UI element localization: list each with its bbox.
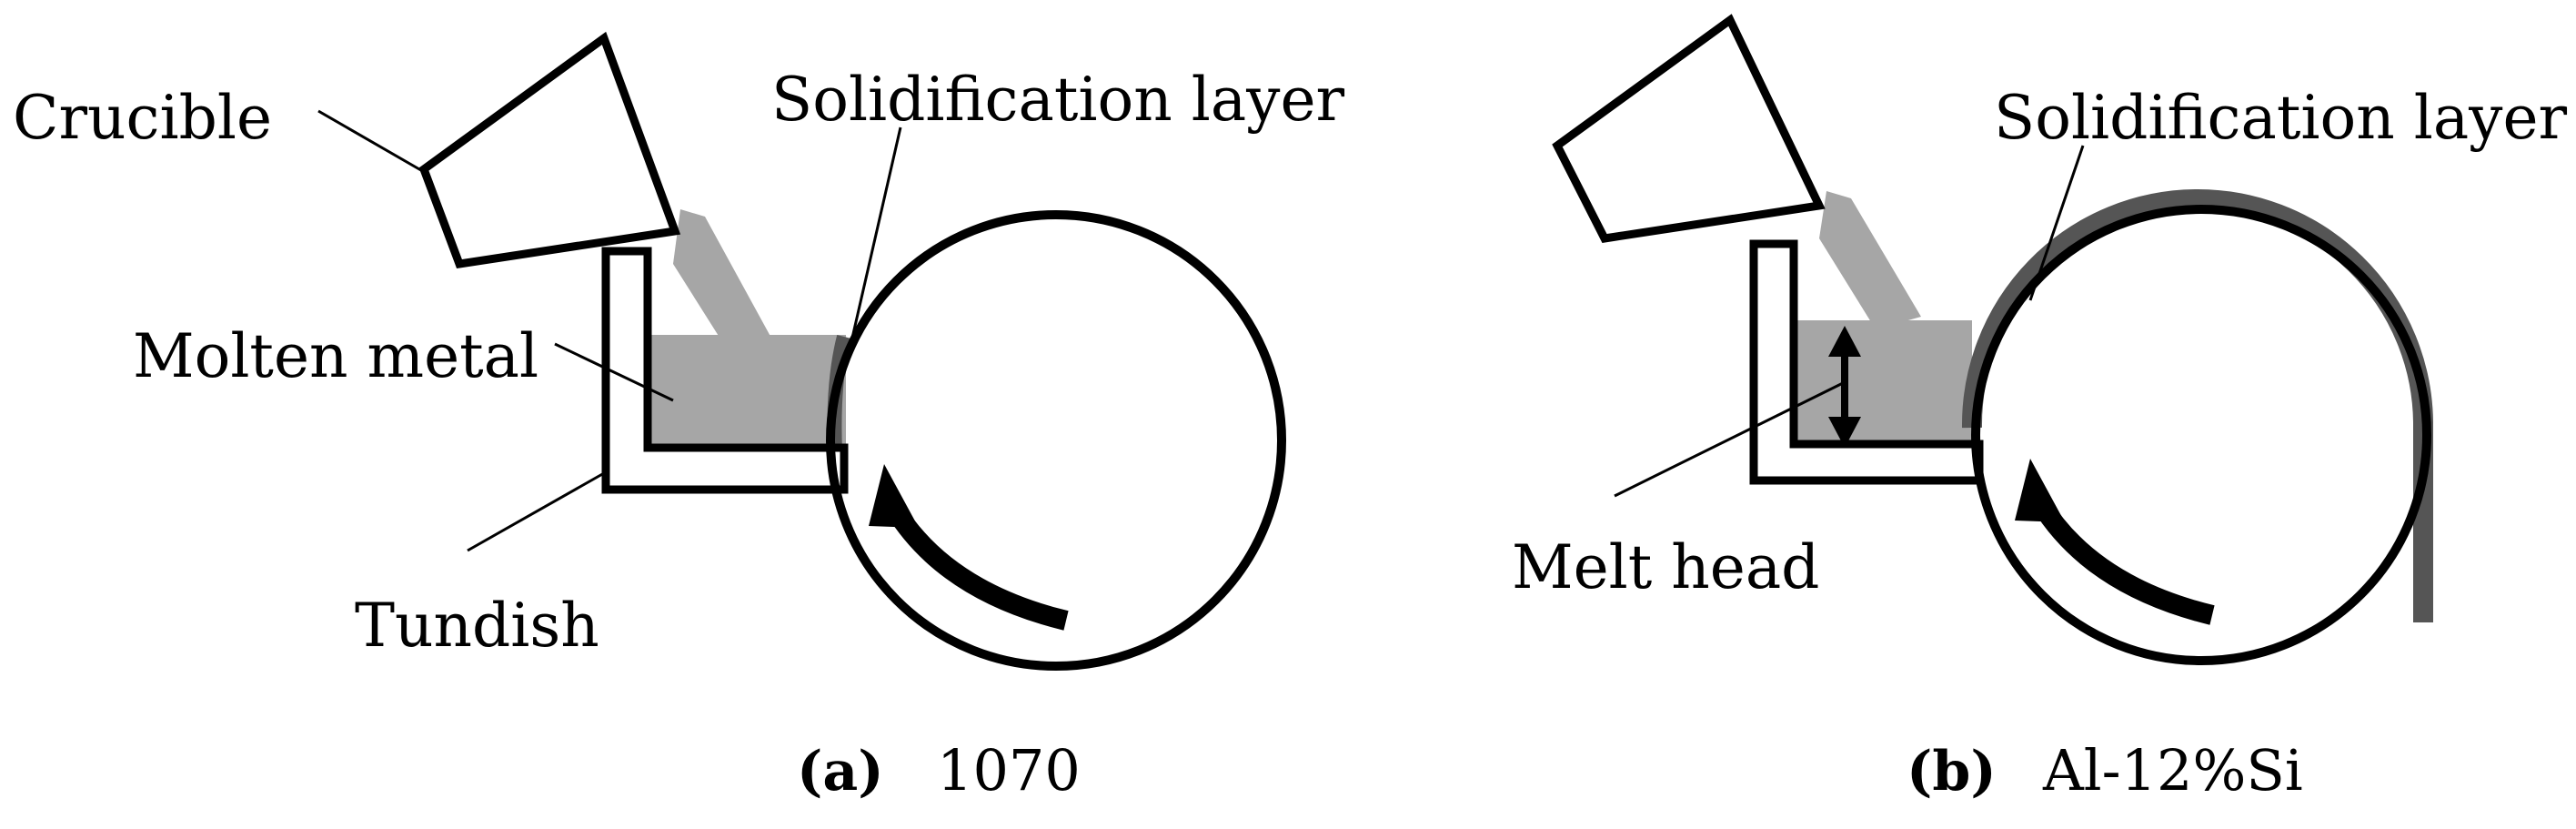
double-arrow-icon (1828, 326, 1861, 448)
leader-solidification-b (2028, 145, 2085, 301)
solidification-layer-b (1961, 189, 2433, 622)
caption-material-a: 1070 (937, 737, 1081, 804)
roll-a (826, 210, 1286, 671)
caption-tag-a: (a) (797, 740, 884, 804)
caption-material-b: Al-12%Si (2042, 737, 2303, 804)
crucible-b (1552, 14, 1826, 243)
leader-tundish (467, 471, 605, 552)
pouring-stream-a (673, 209, 773, 350)
label-crucible: Crucible (13, 83, 272, 153)
label-tundish: Tundish (355, 591, 599, 661)
molten-metal-pool-b (1792, 320, 1972, 446)
rotation-arrow-icon (869, 464, 1069, 631)
leader-melt-head (1614, 380, 1846, 498)
label-melt-head: Melt head (1512, 532, 1819, 602)
caption-tag-b: (b) (1907, 740, 1997, 804)
panel-a: Crucible Solidification layer Molten met… (13, 31, 1345, 804)
rotation-arrow-icon-b (2015, 459, 2215, 625)
leader-molten-metal (554, 342, 674, 402)
leader-crucible (317, 109, 427, 175)
crucible-a (418, 31, 681, 268)
tundish-a (601, 247, 849, 494)
pouring-stream-b (1819, 191, 1921, 329)
label-solidification-layer-b: Solidification layer (1994, 83, 2568, 153)
label-solidification-layer-a: Solidification layer (771, 65, 1345, 135)
roll-b (1971, 205, 2431, 665)
label-molten-metal: Molten metal (133, 321, 538, 391)
molten-metal-pool-a (648, 335, 846, 451)
panel-b: Solidification layer Melt head (b) Al-12… (1512, 14, 2568, 804)
leader-solidification-a (849, 126, 902, 347)
